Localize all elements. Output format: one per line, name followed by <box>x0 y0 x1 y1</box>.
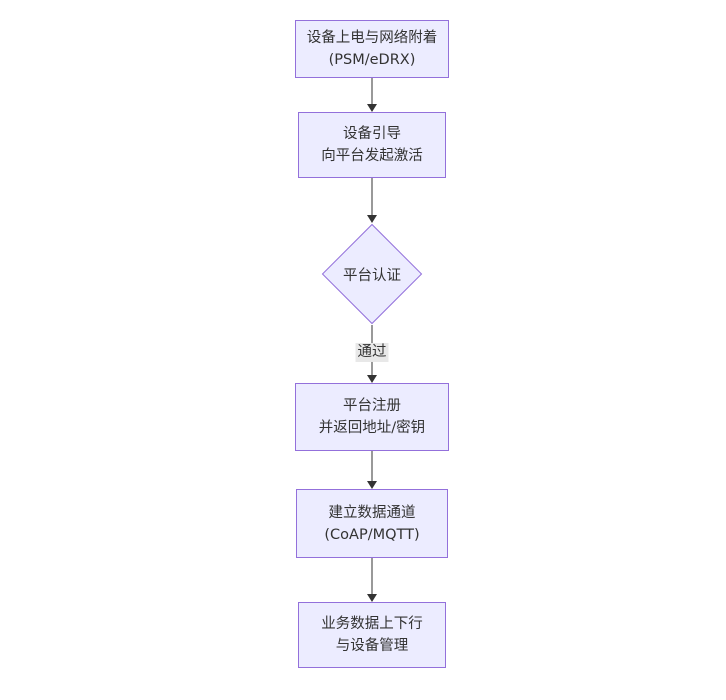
flow-column: 设备上电与网络附着 (PSM/eDRX) 设备引导 向平台发起激活 平台认证 通… <box>295 20 449 668</box>
node-text-line: 向平台发起激活 <box>321 148 423 164</box>
arrow-head-icon <box>367 594 377 602</box>
node-text-line: 并返回地址/密钥 <box>318 420 426 436</box>
edge-register-to-channel <box>366 451 378 489</box>
edge-line <box>371 178 373 218</box>
decision-platform-auth: 平台认证 <box>321 223 423 325</box>
node-text-line: 建立数据通道 <box>328 504 416 521</box>
edge-power-to-bootstrap <box>366 78 378 112</box>
node-text-line: (CoAP/MQTT) <box>324 526 420 543</box>
node-text-line: 平台认证 <box>343 267 401 284</box>
edge-channel-to-business <box>366 558 378 602</box>
arrow-head-icon <box>367 375 377 383</box>
node-text-line: 设备上电与网络附着 <box>306 30 438 46</box>
node-text-line: 设备引导 <box>343 126 401 142</box>
node-power-attach: 设备上电与网络附着 (PSM/eDRX) <box>295 20 449 78</box>
arrow-head-icon <box>367 215 377 223</box>
arrow-head-icon <box>367 481 377 489</box>
node-text-line: 平台注册 <box>343 398 401 414</box>
node-register: 平台注册 并返回地址/密钥 <box>295 383 449 451</box>
edge-auth-to-register: 通过 <box>355 325 389 383</box>
edge-line <box>371 78 373 107</box>
node-data-channel: 建立数据通道 (CoAP/MQTT) <box>296 489 448 558</box>
edge-label-pass: 通过 <box>355 342 389 362</box>
node-text-line: (PSM/eDRX) <box>328 52 416 68</box>
node-bootstrap: 设备引导 向平台发起激活 <box>298 112 446 178</box>
edge-bootstrap-to-auth <box>366 178 378 223</box>
edge-line <box>371 451 373 484</box>
arrow-head-icon <box>367 104 377 112</box>
node-text-line: 与设备管理 <box>335 638 409 654</box>
node-text-line: 业务数据上下行 <box>321 616 423 632</box>
node-business-data: 业务数据上下行 与设备管理 <box>298 602 446 668</box>
edge-line <box>371 558 373 597</box>
